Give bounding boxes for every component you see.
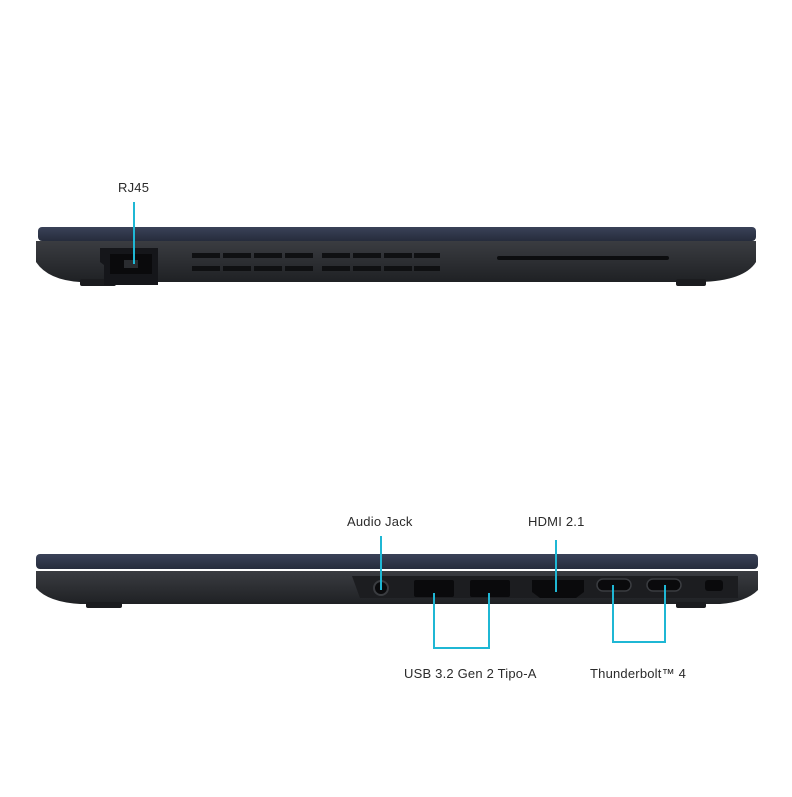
lid [36, 554, 758, 569]
lid [38, 227, 756, 241]
thunderbolt-callout-line [612, 585, 666, 643]
foot-right [676, 279, 706, 286]
laptop-left-side [36, 227, 756, 286]
audio-jack-label: Audio Jack [347, 514, 413, 529]
rj45-port-icon [100, 248, 158, 285]
base [36, 241, 756, 282]
callout-lines [380, 536, 666, 649]
laptop-right-side [36, 554, 758, 608]
usb-callout-line [433, 593, 490, 649]
card-slot [497, 256, 669, 260]
vent-grille-icon [192, 253, 440, 271]
usb-a-port-icon [470, 580, 510, 597]
usb-a-port-icon [414, 580, 454, 597]
rj45-label: RJ45 [118, 180, 150, 195]
usb-label: USB 3.2 Gen 2 Tipo-A [404, 666, 537, 681]
hdmi-port-icon [532, 580, 584, 598]
foot-right [676, 602, 706, 608]
foot-left [86, 602, 122, 608]
lock-slot-icon [705, 580, 723, 591]
hdmi-label: HDMI 2.1 [528, 514, 585, 529]
thunderbolt-label: Thunderbolt™ 4 [590, 666, 687, 681]
